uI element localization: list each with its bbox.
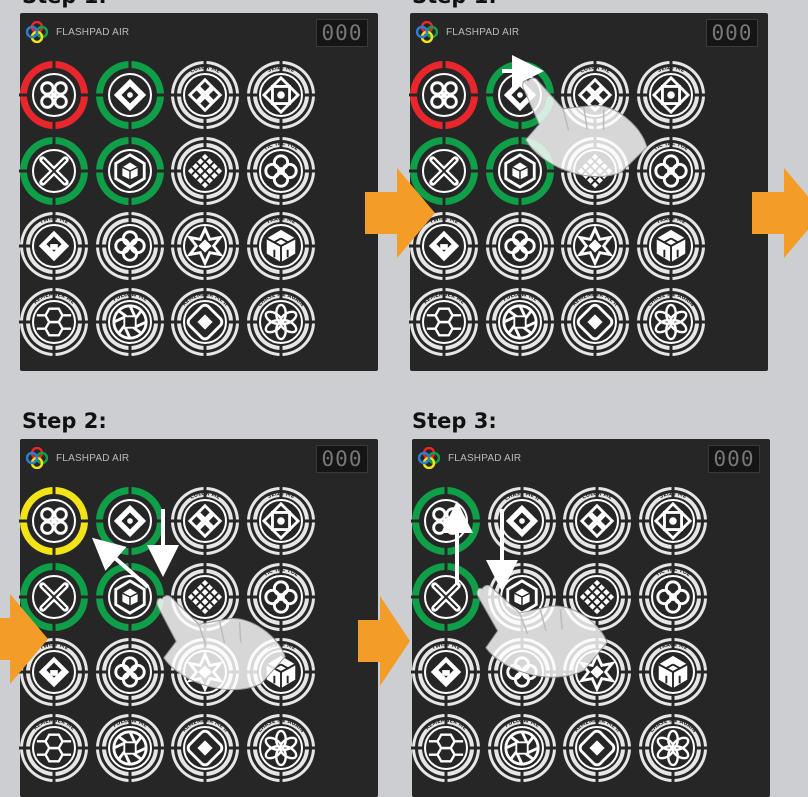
pad-trace-me[interactable]: TRACE ME <box>246 211 316 281</box>
pad-color-me[interactable]: COLOR ME <box>170 60 240 130</box>
pad-chase-me-again[interactable]: CHASE ME AGAIN <box>246 287 316 357</box>
step-1b-label: Step 1: <box>412 0 497 8</box>
step-3-label: Step 3: <box>412 409 497 433</box>
hand-pointer-icon <box>507 76 656 187</box>
pad-pad-7[interactable] <box>170 136 240 206</box>
pad-pad-1[interactable] <box>19 60 89 130</box>
next-arrow-icon <box>0 594 48 684</box>
pad-pad-2[interactable] <box>95 60 165 130</box>
pad-follow-me[interactable]: FOLLOW ME <box>95 287 165 357</box>
gesture-overlay <box>20 439 378 797</box>
next-arrow-icon <box>752 168 808 258</box>
score-counter: 000 <box>316 19 368 47</box>
flashpad-panel-step-2: FLASHPAD AIR000 <box>20 439 378 797</box>
flashpad-logo-icon <box>26 21 48 43</box>
pad-pad-5[interactable] <box>19 136 89 206</box>
gesture-overlay <box>412 439 770 797</box>
hand-pointer-icon <box>469 584 612 683</box>
pad-twist-me[interactable]: TWIST ME <box>19 211 89 281</box>
gesture-overlay <box>410 13 768 371</box>
step-2-label: Step 2: <box>22 409 107 433</box>
pad-tic-tac-toe[interactable]: TIC TAC TOE <box>246 136 316 206</box>
next-arrow-icon <box>358 596 410 686</box>
pad-pad-6[interactable] <box>95 136 165 206</box>
pad-pad-10[interactable] <box>95 211 165 281</box>
pad-seize-me[interactable]: SEIZE ME <box>246 60 316 130</box>
brand-name: FLASHPAD AIR <box>56 27 129 38</box>
pad-remember-me-ii[interactable]: REMEMBER ME II <box>170 287 240 357</box>
pad-pad-11[interactable] <box>170 211 240 281</box>
pad-remember-me[interactable]: REMEMBER ME <box>19 287 89 357</box>
next-arrow-icon <box>365 168 435 258</box>
flashpad-panel-step-1: FLASHPAD AIR 000 <box>20 13 378 371</box>
step-1-label: Step 1: <box>22 0 107 8</box>
hand-pointer-icon <box>146 594 291 697</box>
